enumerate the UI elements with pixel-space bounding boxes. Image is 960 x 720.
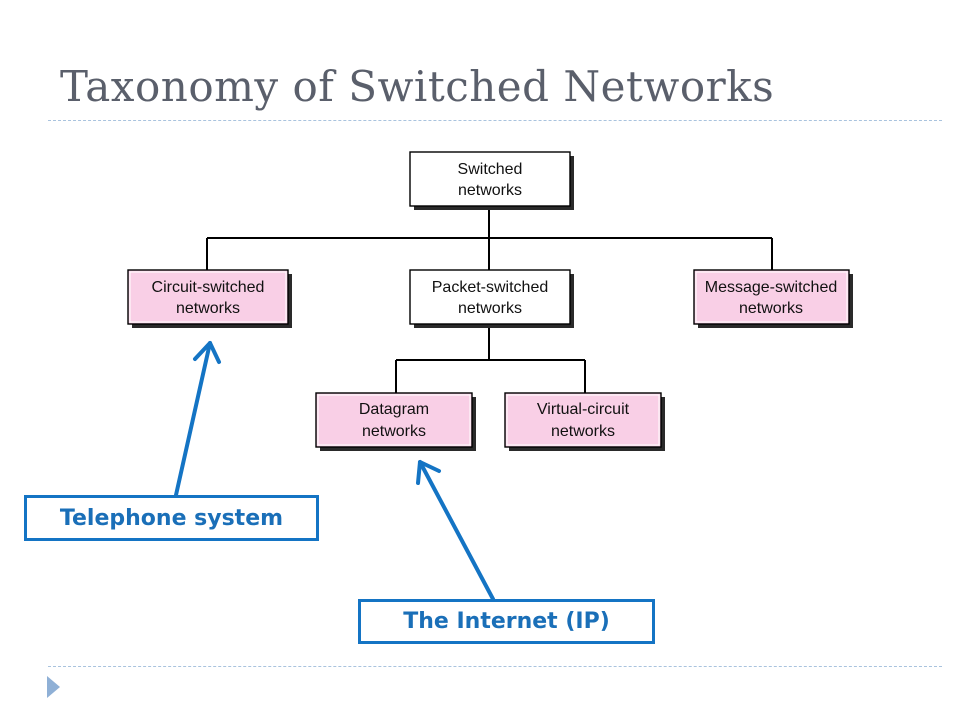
node-packet-box (409, 269, 571, 325)
node-virtual-box (504, 392, 662, 448)
node-message-box (693, 269, 850, 325)
title-divider (48, 120, 942, 121)
arrowhead-telephone (193, 341, 221, 364)
node-packet-switched-networks: Packet-switched networks (409, 269, 574, 328)
node-datagram-line1: Datagram (359, 401, 429, 418)
node-virtual-line2: networks (551, 423, 615, 440)
node-switched-networks: Switched networks (409, 151, 574, 210)
triangle-bullet-icon (47, 676, 60, 698)
node-circuit-line2: networks (176, 300, 240, 317)
node-message-line2: networks (739, 300, 803, 317)
tree-connectors (206, 206, 773, 393)
arrow-internet-to-datagram (416, 460, 495, 601)
telephone-system-callout: Telephone system (24, 495, 319, 541)
node-virtual-line1: Virtual-circuit (537, 401, 630, 418)
node-switched-line1: Switched (458, 161, 523, 178)
node-circuit-switched-networks: Circuit-switched networks (127, 269, 292, 328)
node-datagram-line2: networks (362, 423, 426, 440)
footer-divider (48, 666, 942, 667)
slide-title: Taxonomy of Switched Networks (60, 62, 775, 111)
node-datagram-networks: Datagram networks (315, 392, 476, 451)
node-circuit-line1: Circuit-switched (152, 279, 265, 296)
node-circuit-box (127, 269, 289, 325)
node-message-switched-networks: Message-switched networks (693, 269, 853, 328)
node-message-line1: Message-switched (705, 279, 838, 296)
node-datagram-box (315, 392, 473, 448)
node-switched-line2: networks (458, 182, 522, 199)
arrowhead-internet (416, 460, 441, 485)
node-switched-box (409, 151, 571, 207)
internet-ip-callout: The Internet (IP) (358, 599, 655, 644)
node-virtual-circuit-networks: Virtual-circuit networks (504, 392, 665, 451)
node-packet-line1: Packet-switched (432, 279, 549, 296)
node-packet-line2: networks (458, 300, 522, 317)
arrow-telephone-to-circuit (174, 341, 221, 497)
